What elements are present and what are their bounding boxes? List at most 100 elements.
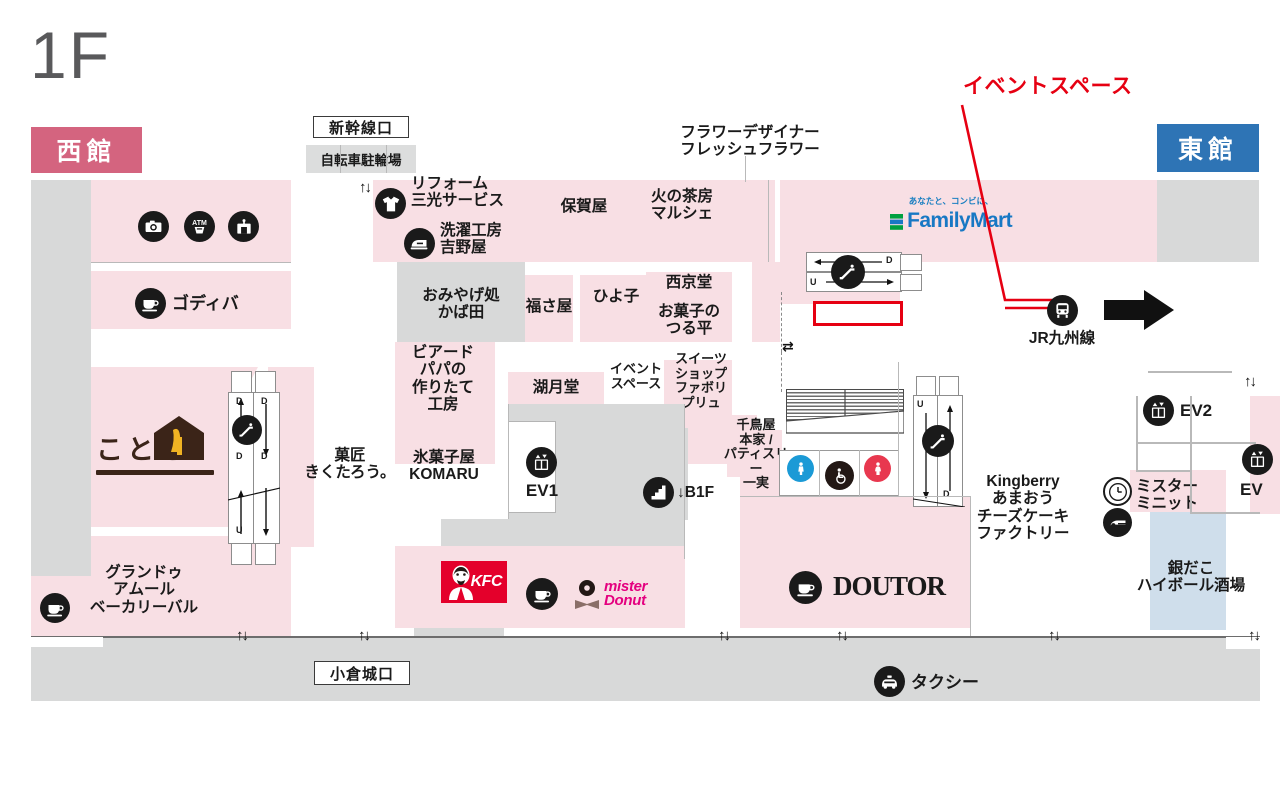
direction-arrow-east bbox=[1104, 290, 1174, 330]
stair-hatch-outline bbox=[786, 389, 904, 434]
east-wall-2 bbox=[1136, 442, 1256, 444]
shop-event-space-small: イベント スペース bbox=[609, 361, 662, 391]
shop-kogetsudo: 湖月堂 bbox=[532, 379, 580, 396]
floor-block-omiyage bbox=[397, 262, 525, 342]
mister-donut-word-2: Donut bbox=[604, 592, 646, 610]
wall-core-1 bbox=[508, 404, 510, 519]
updown-arrow-3: ↑↓ bbox=[718, 627, 731, 644]
restroom-male-icon bbox=[787, 455, 814, 482]
train-icon bbox=[1047, 295, 1078, 326]
west-esc-label-d-r2: D bbox=[261, 451, 268, 461]
event-space-highlight-box[interactable] bbox=[813, 301, 903, 326]
floor-block-kogetsudo bbox=[508, 372, 604, 404]
shop-hogaya: 保賀屋 bbox=[560, 198, 608, 215]
flower-block-divider bbox=[768, 180, 770, 262]
key-shoe-repair-icon bbox=[1103, 508, 1132, 537]
clothing-reform-icon bbox=[375, 188, 406, 219]
elevator-icon-ev2 bbox=[1143, 395, 1174, 426]
cafe-cup-icon-godiva bbox=[135, 288, 166, 319]
shop-mister-minit: ミスター ミニット bbox=[1136, 478, 1199, 513]
dashed-separator-2 bbox=[781, 352, 782, 392]
mister-donut-icon bbox=[575, 580, 599, 609]
floor-block-doutor bbox=[740, 496, 970, 628]
facility-ev3: EV bbox=[1240, 480, 1263, 499]
west-esc-label-d-r1: D bbox=[261, 396, 268, 406]
gate-shinkansen: 新幹線口 bbox=[313, 116, 409, 138]
facility-taxi: タクシー bbox=[911, 673, 979, 692]
west-building-banner: 西館 bbox=[31, 127, 142, 173]
west-escalator-arrows bbox=[228, 398, 280, 536]
center-esc-landing-l bbox=[916, 376, 936, 396]
gate-kokurajo: 小倉城口 bbox=[314, 661, 410, 685]
floor-block-doutor-upper bbox=[740, 430, 782, 496]
shop-hiyoko: ひよ子 bbox=[592, 288, 640, 305]
floor-title: 1F bbox=[30, 18, 112, 92]
updown-arrow-7: ↑↓ bbox=[1244, 373, 1257, 390]
park-divider-1 bbox=[340, 145, 342, 173]
event-space-callout-line bbox=[960, 104, 1062, 310]
facility-ev1: EV1 bbox=[525, 481, 559, 500]
facility-ev2: EV2 bbox=[1180, 401, 1213, 420]
west-esc-bot-right-landing bbox=[255, 543, 276, 565]
shop-godiva: ゴディバ bbox=[172, 294, 239, 313]
shop-okashi-tsuruhei: お菓子の つる平 bbox=[657, 303, 720, 338]
updown-arrow-1: ↑↓ bbox=[236, 627, 249, 644]
east-esc-label-d: D bbox=[886, 255, 893, 265]
shop-hinochabo-marche: 火の茶房 マルシェ bbox=[650, 188, 713, 223]
coin-locker-icon bbox=[228, 211, 259, 242]
elevator-icon-ev3 bbox=[1242, 444, 1273, 475]
floor-block-godiva bbox=[91, 271, 291, 329]
taxi-icon bbox=[874, 666, 905, 697]
east-building-banner: 東館 bbox=[1157, 124, 1259, 172]
east-esc-label-u: U bbox=[810, 277, 817, 287]
event-space-callout-label: イベントスペース bbox=[963, 75, 1133, 98]
east-wall-7 bbox=[1148, 371, 1232, 373]
updown-arrow-4: ↑↓ bbox=[836, 627, 849, 644]
svg-text:ATM: ATM bbox=[192, 220, 207, 227]
floor-block-east-strip bbox=[752, 262, 780, 342]
floor-block-familymart bbox=[780, 180, 1158, 262]
corridor-west-edge-1 bbox=[31, 180, 91, 262]
floor-block-hogaya bbox=[531, 180, 637, 262]
shop-reform-sanko: リフォーム 三光サービス bbox=[411, 175, 505, 210]
cafe-cup-icon-doutor bbox=[789, 571, 822, 604]
escalator-icon-east bbox=[831, 255, 865, 289]
wall-doutor-top bbox=[740, 496, 970, 498]
bicycle-parking-area: 自転車駐輪場 bbox=[306, 145, 416, 173]
corridor-west-edge-2 bbox=[31, 262, 91, 520]
familymart-tagline: あなたと、コンビに、 bbox=[908, 196, 994, 206]
wall-west-1 bbox=[91, 262, 291, 264]
floor-block-hinochabo bbox=[637, 180, 727, 262]
wall-core-2 bbox=[684, 404, 686, 559]
facility-b1f-stairs: ↓B1F bbox=[677, 484, 715, 501]
flower-leader-line bbox=[745, 156, 747, 182]
shop-sweets-favoriprix: スイーツ ショップ ファボリ プリュ bbox=[674, 351, 727, 410]
elevator-icon-ev1 bbox=[526, 447, 557, 478]
east-wall-3 bbox=[1190, 443, 1192, 513]
floor-block-fukusaya bbox=[525, 275, 573, 342]
doutor-wordmark: DOUTOR bbox=[833, 571, 946, 601]
west-esc-top-left-landing bbox=[231, 371, 252, 393]
floor-block-gindako bbox=[1150, 510, 1226, 630]
stairs-icon-b1f bbox=[643, 477, 674, 508]
west-esc-label-u: U bbox=[236, 525, 243, 535]
east-wall-5 bbox=[1136, 396, 1138, 472]
shop-kingberry: Kingberry あまおう チーズケーキ ファクトリー bbox=[976, 473, 1070, 543]
shop-gindako: 銀だこ ハイボール酒場 bbox=[1136, 560, 1246, 595]
leftright-arrow-center: ⇄ bbox=[782, 338, 794, 354]
shop-beard-papa: ビアード パパの 作りたて 工房 bbox=[411, 344, 474, 414]
updown-arrow-5: ↑↓ bbox=[1048, 627, 1061, 644]
corridor-notch-a bbox=[31, 637, 103, 647]
east-wall-4 bbox=[1136, 470, 1192, 472]
wall-center-right bbox=[898, 362, 900, 496]
restroom-divider-1 bbox=[819, 450, 821, 496]
park-divider-2 bbox=[386, 145, 388, 173]
center-esc-landing-r bbox=[939, 376, 959, 396]
floor-block-beardpapa bbox=[395, 342, 495, 464]
corridor-notch-b bbox=[1226, 637, 1260, 649]
escalator-icon-west bbox=[232, 415, 262, 445]
wall-doutor-right bbox=[970, 496, 972, 636]
west-esc-label-d-mid: D bbox=[236, 451, 243, 461]
shop-fukusaya: 福さ屋 bbox=[525, 298, 573, 315]
updown-arrow-2: ↑↓ bbox=[358, 627, 371, 644]
